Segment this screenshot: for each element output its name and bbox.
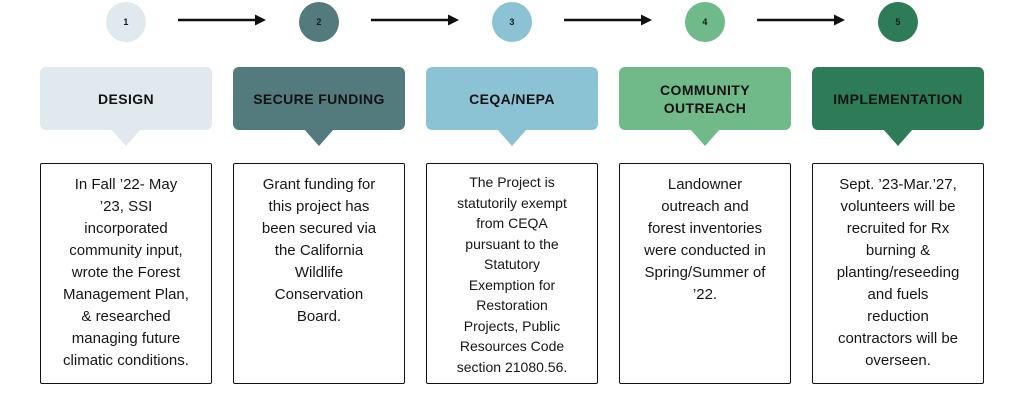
header-tail-pointer [304,129,334,146]
step-column-5: 5 IMPLEMENTATION Sept. ’23-Mar.’27, volu… [812,0,984,400]
step-circle-3: 3 [492,2,532,42]
step-header-ceqa-nepa: CEQA/NEPA [426,67,598,130]
step-header-design: DESIGN [40,67,212,130]
header-tail-pointer [690,129,720,146]
step-number-5: 5 [895,17,901,27]
step-column-1: 1 DESIGN In Fall ’22- May ’23, SSI incor… [40,0,212,400]
step-description-3: The Project is statutorily exempt from C… [456,174,568,375]
step-circle-5: 5 [878,2,918,42]
header-tail-pointer [111,129,141,146]
step-column-3: 3 CEQA/NEPA The Project is statutorily e… [426,0,598,400]
arrow-right-icon [178,14,266,26]
arrow-right-icon [371,14,459,26]
step-title-implementation: IMPLEMENTATION [833,90,963,107]
header-tail-pointer [497,129,527,146]
step-number-4: 4 [702,17,708,27]
step-description-box-3: The Project is statutorily exempt from C… [426,163,598,384]
step-circle-4: 4 [685,2,725,42]
step-description-5: Sept. ’23-Mar.’27, volunteers will be re… [836,176,960,369]
step-description-box-2: Grant funding for this project has been … [233,163,405,384]
step-description-box-1: In Fall ’22- May ’23, SSI incorporated c… [40,163,212,384]
step-number-3: 3 [509,17,515,27]
step-description-1: In Fall ’22- May ’23, SSI incorporated c… [63,176,189,369]
step-header-secure-funding: SECURE FUNDING [233,67,405,130]
step-circle-2: 2 [299,2,339,42]
step-description-2: Grant funding for this project has been … [261,176,377,325]
step-number-2: 2 [316,17,322,27]
step-description-box-4: Landowner outreach and forest inventorie… [619,163,791,384]
header-tail-pointer [883,129,913,146]
step-column-2: 2 SECURE FUNDING Grant funding for this … [233,0,405,400]
step-header-community-outreach: COMMUNITY OUTREACH [619,67,791,130]
step-circle-1: 1 [106,2,146,42]
step-title-design: DESIGN [97,90,155,107]
step-title-community-outreach: COMMUNITY OUTREACH [660,81,750,116]
arrow-right-icon [757,14,845,26]
step-header-implementation: IMPLEMENTATION [812,67,984,130]
step-title-ceqa-nepa: CEQA/NEPA [469,90,555,107]
step-description-4: Landowner outreach and forest inventorie… [644,176,766,303]
step-number-1: 1 [123,17,129,27]
step-description-box-5: Sept. ’23-Mar.’27, volunteers will be re… [812,163,984,384]
step-title-secure-funding: SECURE FUNDING [253,90,385,107]
arrow-right-icon [564,14,652,26]
step-column-4: 4 COMMUNITY OUTREACH Landowner outreach … [619,0,791,400]
